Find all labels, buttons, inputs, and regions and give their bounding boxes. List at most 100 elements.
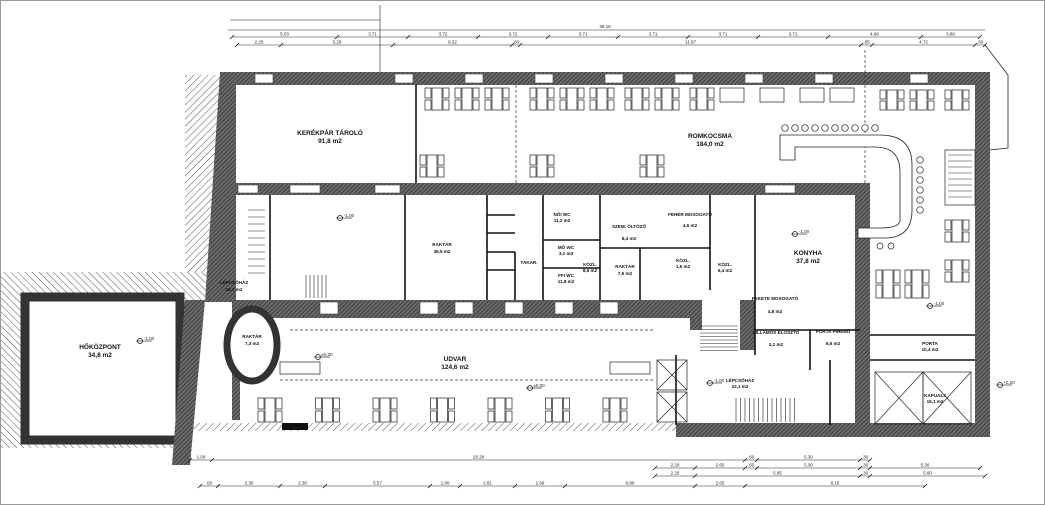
dim-tick [742, 465, 748, 471]
dim-value: 1.80 [441, 481, 450, 486]
table-icon [494, 397, 506, 423]
table-icon [916, 89, 928, 111]
label-konyha: KONYHA [794, 250, 822, 257]
area-villamos: 3,1 m2 [769, 342, 784, 347]
stair-right [944, 149, 976, 206]
label-fekete-mosogato: FEKETE MOSOGATÓ [752, 294, 799, 301]
stool-icon [876, 242, 884, 250]
chair-icon [620, 397, 628, 410]
dim-value: 4.96 [870, 32, 879, 37]
courtyard-wall-hatch [190, 423, 678, 431]
chair-icon [545, 397, 552, 410]
bench-icon [609, 361, 651, 375]
dim-tick [692, 465, 698, 471]
dim-tick [918, 34, 924, 40]
dim-tick [390, 42, 396, 48]
area-raktar-round: 7,3 m2 [245, 341, 260, 346]
table-icon [951, 259, 963, 283]
label-hokozpont: HŐKÖZPONT [79, 342, 121, 351]
dim-tick [972, 42, 978, 48]
chair-icon [689, 87, 697, 99]
chair-icon [962, 100, 970, 111]
dim-value: 28.28 [473, 455, 485, 460]
chair-icon [909, 100, 917, 111]
table-icon [536, 154, 548, 178]
dim-tick [457, 483, 463, 489]
dim-value: .60 [748, 463, 755, 468]
chair-icon [639, 166, 647, 178]
label-porta: PORTA [922, 341, 938, 346]
chair-icon [657, 166, 665, 178]
chair-icon [944, 89, 952, 100]
chair-icon [372, 410, 380, 423]
chair-icon [962, 89, 970, 100]
chair-icon [484, 99, 492, 111]
table-icon [491, 87, 503, 111]
level-value: -1,00 [934, 301, 945, 306]
dim-tick [869, 42, 875, 48]
area-raktar-big: 39,5 m2 [434, 249, 451, 254]
chair-icon [672, 99, 680, 111]
chair-icon [944, 100, 952, 111]
chair-icon [257, 410, 265, 423]
chair-icon [962, 271, 970, 283]
area-porta-piheno: 6,5 m2 [826, 341, 841, 346]
area-feher-mosogato: 4,6 m2 [683, 223, 698, 228]
stairs[interactable] [248, 154, 972, 422]
table-icon [379, 397, 391, 423]
dim-tick [977, 465, 983, 471]
chair-icon [639, 154, 647, 166]
chair-icon [589, 87, 597, 99]
dim-value: 2.38 [298, 481, 307, 486]
chair-icon [624, 99, 632, 111]
stool-icon [916, 166, 924, 174]
level-value: -1,00 [144, 336, 155, 341]
chair-icon [442, 87, 450, 99]
stool-icon [811, 124, 819, 132]
level-value: -1,00 [714, 378, 725, 383]
chair-icon [484, 87, 492, 99]
dim-tick [857, 473, 863, 479]
table-icon [882, 269, 894, 299]
table-icon [566, 87, 578, 111]
chair-icon [547, 99, 555, 111]
area-noi-wc: 11,2 m2 [554, 218, 571, 223]
bench-icon [829, 87, 855, 103]
dim-value: 3.30 [245, 481, 254, 486]
chair-icon [607, 87, 615, 99]
stool-icon [916, 186, 924, 194]
dim-value: .85 [863, 40, 870, 45]
chair-icon [620, 410, 628, 423]
dim-value: 2.20 [671, 471, 680, 476]
level-markers: -1,00-1,00±0,00±0,00-1,00-1,00+0,20-1,00 [136, 213, 1015, 391]
stool-icon [916, 156, 924, 164]
chair-icon [944, 219, 952, 231]
chair-icon [529, 166, 537, 178]
chair-icon [559, 99, 567, 111]
label-takar: TAKAR. [520, 260, 537, 265]
chair-icon [315, 410, 322, 423]
dim-value: .60 [748, 455, 755, 460]
dim-tick [867, 457, 873, 463]
dim-value: 2.65 [716, 463, 725, 468]
chair-icon [529, 87, 537, 99]
chair-icon [944, 259, 952, 271]
area-romkocsma: 184,0 m2 [696, 141, 724, 148]
dim-value: 5.30 [804, 463, 813, 468]
chair-icon [448, 397, 455, 410]
dim-value: 5.57 [373, 481, 382, 486]
area-hokozpont: 34,8 m2 [88, 352, 112, 359]
dim-tick [405, 34, 411, 40]
chair-icon [642, 99, 650, 111]
chair-icon [505, 410, 513, 423]
chair-icon [390, 397, 398, 410]
dim-tick [187, 457, 193, 463]
table-icon [437, 397, 448, 423]
dim-value: 5.30 [804, 455, 813, 460]
chair-icon [529, 154, 537, 166]
dim-value: 3.71 [368, 32, 377, 37]
bar-stools [781, 124, 924, 250]
chair-icon [448, 410, 455, 423]
label-porta-piheno: PORTA PIHENŐ [816, 328, 851, 334]
